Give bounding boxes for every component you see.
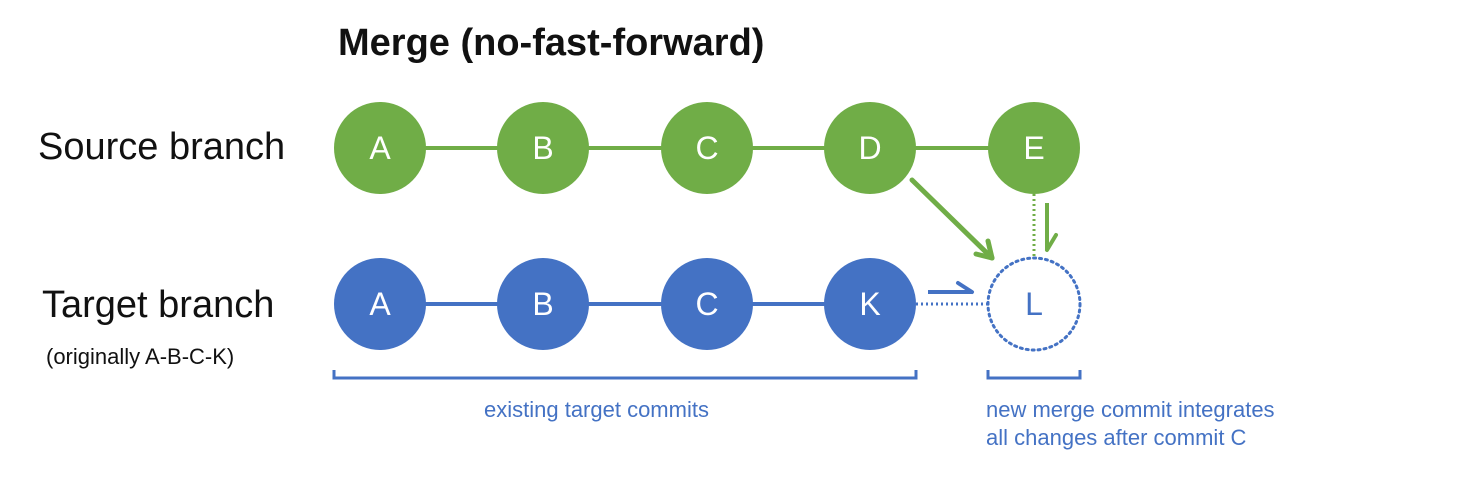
source-commit-d-label: D xyxy=(858,130,881,166)
source-d-merge-arrow xyxy=(909,177,995,261)
existing-commits-caption: existing target commits xyxy=(484,397,709,422)
diagram-title: Merge (no-fast-forward) xyxy=(338,22,765,64)
merge-caption-line1: new merge commit integrates xyxy=(986,397,1275,422)
merge-commit-l-label: L xyxy=(1025,286,1043,322)
source-commit-e-label: E xyxy=(1023,130,1044,166)
source-commit-c: C xyxy=(661,102,753,194)
existing-commits-bracket xyxy=(332,370,918,380)
merge-commit-l: L xyxy=(986,256,1082,352)
source-commit-d: D xyxy=(824,102,916,194)
target-commit-k: K xyxy=(824,258,916,350)
target-commit-c: C xyxy=(661,258,753,350)
source-commit-c-label: C xyxy=(695,130,718,166)
target-commit-a: A xyxy=(334,258,426,350)
target-branch-sublabel: (originally A-B-C-K) xyxy=(46,344,235,369)
target-branch-label: Target branch xyxy=(42,284,275,326)
source-commit-b: B xyxy=(497,102,589,194)
source-branch-label: Source branch xyxy=(38,126,286,168)
target-commit-a-label: A xyxy=(369,286,391,322)
target-merge-arrow xyxy=(928,281,974,294)
merge-commit-bracket xyxy=(986,370,1082,380)
target-commit-c-label: C xyxy=(695,286,718,322)
target-commit-k-label: K xyxy=(859,286,880,322)
source-commit-b-label: B xyxy=(532,130,553,166)
source-commit-a-label: A xyxy=(369,130,391,166)
source-commit-e: E xyxy=(988,102,1080,194)
target-commit-b-label: B xyxy=(532,286,553,322)
source-e-merge-arrow xyxy=(1045,203,1058,252)
merge-caption-line2: all changes after commit C xyxy=(986,425,1247,450)
target-commit-b: B xyxy=(497,258,589,350)
source-commit-a: A xyxy=(334,102,426,194)
